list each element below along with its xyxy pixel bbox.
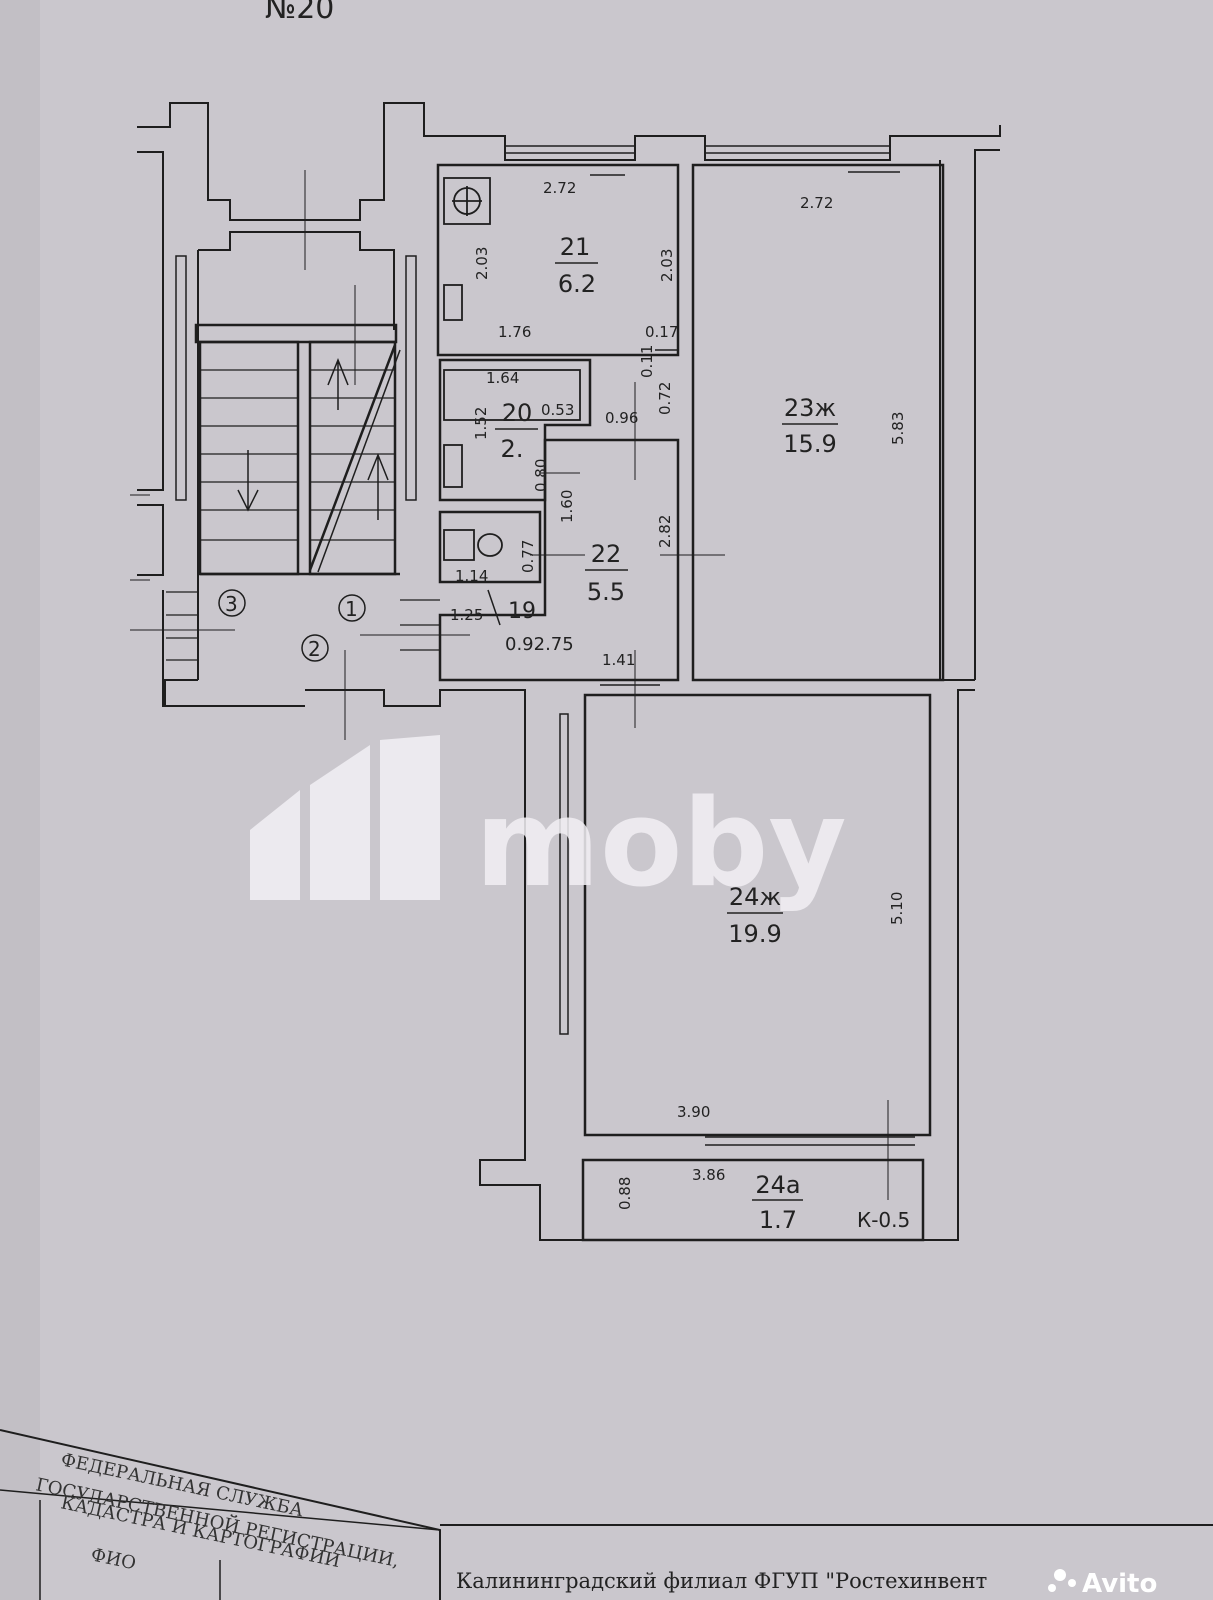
avito-logo-icon [1054,1569,1066,1581]
dim-1-52: 1.52 [472,407,490,440]
dim-5-10: 5.10 [888,892,906,925]
avito-badge: Avito [1048,1569,1157,1599]
fixtures [443,177,581,561]
footer-organization: Калининградский филиал ФГУП "Ростехинвен… [456,1569,987,1593]
sink-icon [443,284,463,321]
room-20-number: 20 [502,399,533,427]
dim-0-92-2-75: 0.92.75 [505,634,574,655]
dim-2-72-room23: 2.72 [800,194,833,212]
dim-1-64: 1.64 [486,369,519,387]
rooms [194,163,945,1242]
dim-0-80: 0.80 [532,459,550,492]
avito-brand-text: Avito [1082,1569,1157,1599]
windows [175,145,915,1146]
room-23-area: 15.9 [783,430,836,458]
stove-icon [443,177,491,225]
dim-0-17: 0.17 [645,323,678,341]
dim-3-90: 3.90 [677,1103,710,1121]
dim-1-14: 1.14 [455,567,488,585]
dim-5-83: 5.83 [889,412,907,445]
dim-0-96: 0.96 [605,409,638,427]
room-20-area: 2. [501,435,524,463]
bathtub-icon [443,369,581,421]
room-24a-area: 1.7 [759,1206,797,1234]
dim-0-72: 0.72 [656,382,674,415]
stair-marker-2 [301,634,329,662]
toilet-tank-icon [443,529,475,561]
toilet-bowl-icon [477,533,503,557]
dim-2-03-left: 2.03 [473,247,491,280]
dim-0-88: 0.88 [616,1177,634,1210]
room-24a-number: 24а [755,1171,800,1199]
dim-0-77: 0.77 [519,540,537,573]
room-24-number: 24ж [729,883,781,911]
dim-1-76: 1.76 [498,323,531,341]
room-23-number: 23ж [784,394,836,422]
stair-arrows [237,357,389,520]
room-21-number: 21 [560,233,591,261]
dimension-labels: 2.72 2.72 2.03 2.03 1.76 0.17 0.11 0.72 … [450,179,910,1232]
dim-1-41: 1.41 [602,651,635,669]
dim-0-53: 0.53 [541,401,574,419]
room-24-area: 19.9 [728,920,781,948]
room-21-area: 6.2 [558,270,596,298]
paper-shadow-left [0,0,40,1600]
stair-marker-2-label: 2 [308,637,321,661]
washbasin-icon [443,444,463,488]
room-22-area: 5.5 [587,578,625,606]
dim-1-60: 1.60 [558,490,576,523]
moby-watermark-text: moby [475,775,847,914]
stair-markers: 3 1 2 [218,589,366,662]
moby-logo-icon [250,735,440,900]
axis-lines [130,170,889,1200]
room-22-number: 22 [591,540,622,568]
dim-2-72-kitchen: 2.72 [543,179,576,197]
stair-treads [166,344,440,661]
stair-marker-3-label: 3 [225,592,238,616]
stair-marker-1 [338,594,366,622]
doors [487,349,678,686]
room-19-number: 19 [508,599,536,624]
dim-1-25: 1.25 [450,606,483,624]
stair-marker-1-label: 1 [345,597,358,621]
stair-marker-3 [218,589,246,617]
moby-watermark: moby [250,735,847,914]
room-labels: 21 6.2 20 2. 22 5.5 23ж 15.9 24ж 19.9 24… [495,233,838,1234]
dim-2-82: 2.82 [656,515,674,548]
dim-3-86: 3.86 [692,1166,725,1184]
dim-2-03-right: 2.03 [658,249,676,282]
sheet-title: №20 [265,0,334,26]
dim-0-11: 0.11 [638,345,656,378]
dim-k-0-5: К-0.5 [857,1208,910,1232]
